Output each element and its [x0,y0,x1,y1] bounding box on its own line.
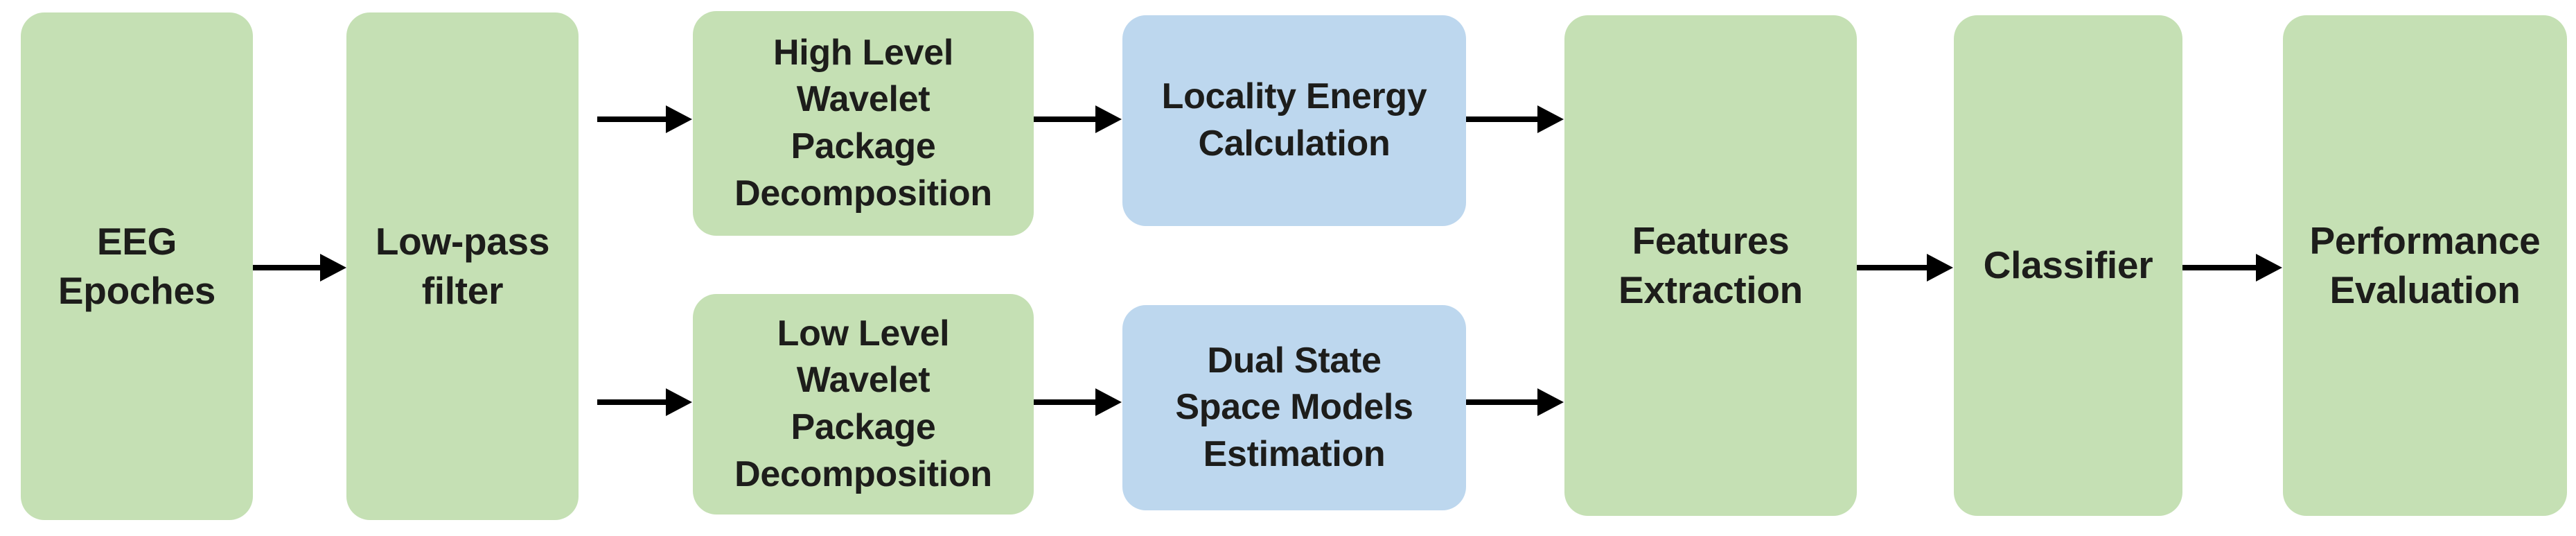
node-classifier[interactable]: Classifier [1954,15,2182,516]
arrow-shaft [597,116,668,122]
node-features-extraction[interactable]: Features Extraction [1564,15,1857,516]
arrow-shaft [1466,116,1540,122]
node-label-low-level-wpd: Low Level Wavelet Package Decomposition [734,313,992,494]
arrow-head [2256,254,2282,282]
arrow-head [320,254,346,282]
arrow-head [1537,105,1564,133]
arrow-head [1537,388,1564,416]
arrow-head [666,388,692,416]
node-locality-energy-calculation[interactable]: Locality Energy Calculation [1122,15,1466,226]
arrow-head [666,105,692,133]
node-label-features-extraction: Features Extraction [1618,218,1803,312]
node-eeg-epoches[interactable]: EEG Epoches [21,12,253,520]
arrow-shaft [1466,399,1540,405]
node-dual-state-space-models[interactable]: Dual State Space Models Estimation [1122,305,1466,510]
node-label-dual-state-space-models: Dual State Space Models Estimation [1175,340,1413,474]
node-low-level-wpd[interactable]: Low Level Wavelet Package Decomposition [693,294,1034,515]
node-high-level-wpd[interactable]: High Level Wavelet Package Decomposition [693,11,1034,236]
node-label-performance-evaluation: Performance Evaluation [2309,218,2541,312]
node-label-locality-energy-calculation: Locality Energy Calculation [1161,76,1427,164]
arrow-head [1927,254,1953,282]
arrow-head [1095,105,1122,133]
arrow-shaft [253,265,322,270]
arrow-shaft [1857,265,1929,270]
node-performance-evaluation[interactable]: Performance Evaluation [2283,15,2567,516]
arrow-head [1095,388,1122,416]
arrow-shaft [1034,116,1097,122]
node-label-high-level-wpd: High Level Wavelet Package Decomposition [734,32,992,214]
arrow-shaft [2182,265,2258,270]
node-label-low-pass-filter: Low-pass filter [375,219,550,313]
arrow-shaft [1034,399,1097,405]
node-label-classifier: Classifier [1983,243,2153,287]
node-label-eeg-epoches: EEG Epoches [58,219,216,313]
node-low-pass-filter[interactable]: Low-pass filter [346,12,579,520]
arrow-shaft [597,399,668,405]
